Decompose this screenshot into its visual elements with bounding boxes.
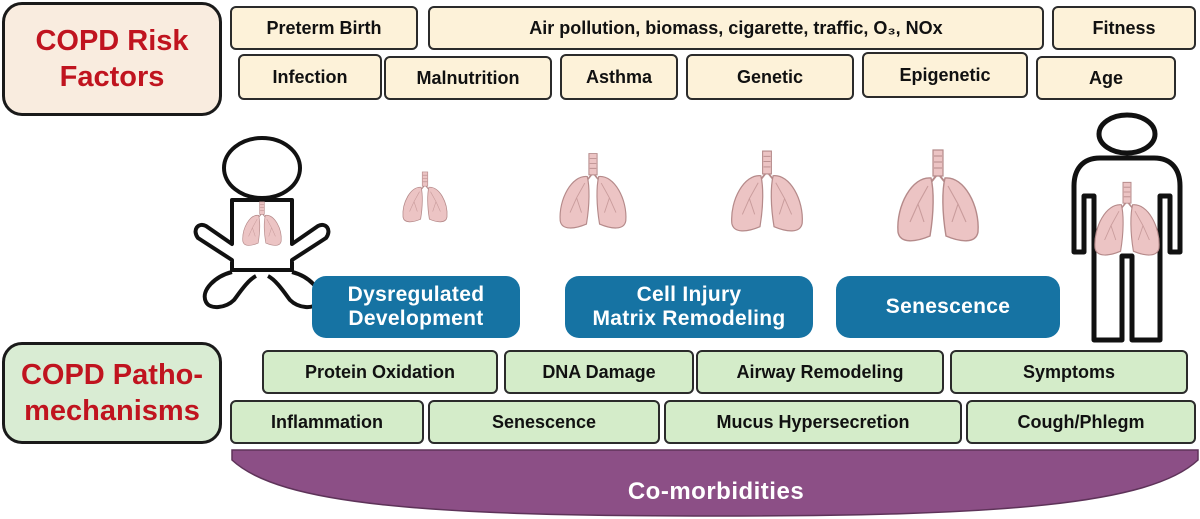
lungs-icon [730,150,804,232]
mechanism-mucus-hypersecretion: Mucus Hypersecretion [664,400,962,444]
risk-factors-title: COPD Risk Factors [2,2,222,116]
risk-factor-fitness: Fitness [1052,6,1196,50]
risk-factor-label: Malnutrition [416,67,520,88]
mechanism-inflammation: Inflammation [230,400,424,444]
mechanism-airway-remodeling: Airway Remodeling [696,350,944,394]
risk-factor-label: Air pollution, biomass, cigarette, traff… [529,17,943,38]
mechanism-dna-damage: DNA Damage [504,350,694,394]
risk-factor-label: Epigenetic [899,64,991,85]
stage-line: Dysregulated [347,282,485,306]
risk-factor-label: Fitness [1092,17,1156,38]
stage-dysregulated-development: Dysregulated Development [312,276,520,338]
risk-title-line-2: Factors [59,61,165,93]
patho-title-line-2: mechanisms [24,395,200,427]
mechanism-label: Mucus Hypersecretion [716,411,910,432]
mechanism-label: Protein Oxidation [304,361,455,382]
risk-factor-label: Asthma [585,66,652,87]
mechanism-senescence: Senescence [428,400,660,444]
lungs-icon [402,171,448,223]
adult-icon [1071,112,1183,343]
comorbidities-band [231,449,1199,517]
risk-title-line-1: COPD Risk [35,24,189,57]
lungs-icon [896,149,980,242]
risk-factor-infection: Infection [238,54,382,100]
risk-factor-epigenetic: Epigenetic [862,52,1028,98]
risk-factor-label: Preterm Birth [266,17,382,38]
stage-senescence: Senescence [836,276,1060,338]
comorbidities-label: Co-morbidities [627,478,805,505]
mechanism-label: Airway Remodeling [736,361,904,382]
stage-line: Development [348,307,484,330]
risk-factor-asthma: Asthma [560,54,678,100]
mechanism-cough-phlegm: Cough/Phlegm [966,400,1196,444]
risk-factor-age: Age [1036,56,1176,100]
risk-factor-air-pollution: Air pollution, biomass, cigarette, traff… [428,6,1044,50]
risk-factor-genetic: Genetic [686,54,854,100]
mechanism-protein-oxidation: Protein Oxidation [262,350,498,394]
risk-factor-label: Infection [272,66,348,87]
mechanism-symptoms: Symptoms [950,350,1188,394]
mechanism-label: Symptoms [1022,361,1116,382]
risk-factor-malnutrition: Malnutrition [384,56,552,100]
patho-title-line-1: COPD Patho- [20,358,204,391]
mechanism-label: Senescence [491,411,597,432]
risk-factor-label: Age [1088,67,1123,88]
lungs-icon [559,152,627,229]
mechanism-label: DNA Damage [542,361,656,382]
risk-factor-label: Genetic [736,66,804,87]
stage-line: Cell Injury [636,282,742,306]
stage-line: Matrix Remodeling [592,307,786,330]
stage-line: Senescence [885,294,1011,318]
stage-cell-injury: Cell Injury Matrix Remodeling [565,276,813,338]
mechanism-label: Cough/Phlegm [1017,411,1145,432]
risk-factor-preterm-birth: Preterm Birth [230,6,418,50]
mechanism-label: Inflammation [270,411,383,432]
pathomechanisms-title: COPD Patho- mechanisms [2,342,222,444]
baby-icon [193,136,331,309]
